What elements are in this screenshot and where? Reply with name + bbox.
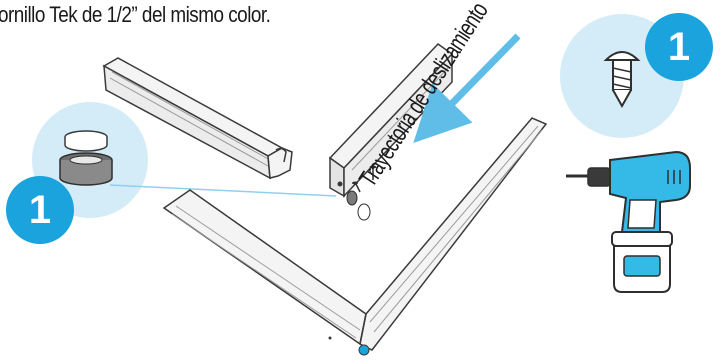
cap-and-spacer-icon [59, 130, 113, 186]
cordless-drill-icon [566, 150, 691, 293]
upper-left-rail [102, 57, 293, 180]
slide-direction-arrow [413, 33, 521, 144]
exploded-hardware [346, 165, 377, 221]
left-number-badge [6, 176, 74, 244]
left-badge-number: 1 [28, 188, 52, 232]
cap-detail-callout [6, 102, 148, 244]
tek-screw-icon [603, 51, 641, 109]
bottom-l-frame [162, 117, 548, 356]
screw-detail-callout [560, 13, 713, 138]
instruction-caption: ornillo Tek de 1/2” del mismo color. [0, 2, 271, 27]
callout-pointer-line [109, 184, 337, 197]
right-badge-number: 1 [667, 25, 691, 69]
frame-corner-cap [358, 344, 370, 356]
right-number-badge [645, 13, 713, 81]
